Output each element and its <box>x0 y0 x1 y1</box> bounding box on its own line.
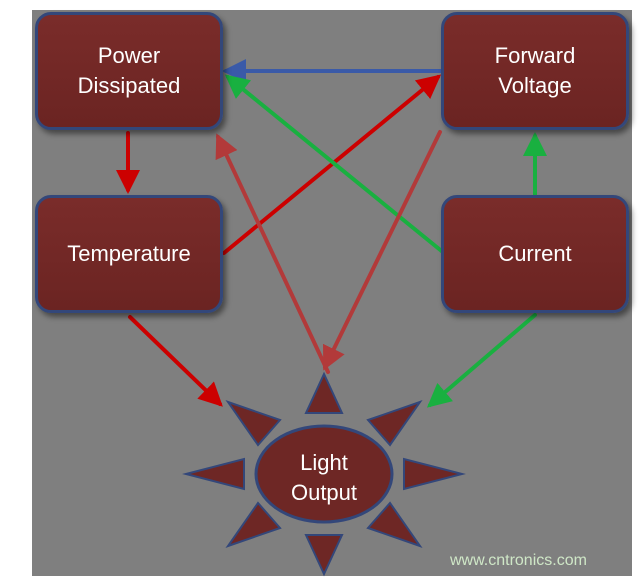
arrow-current-to-light <box>426 313 537 408</box>
sun-ray-right <box>403 457 466 491</box>
sun-ray-left <box>182 457 245 491</box>
sun-ray-bottom-left <box>225 501 282 548</box>
node-forward-voltage: Forward Voltage <box>441 12 629 130</box>
sun-ray-bottom <box>304 534 344 577</box>
watermark: www.cntronics.com <box>450 552 587 569</box>
node-power-dissipated: Power Dissipated <box>35 12 223 130</box>
node-light-output-label: Light Output <box>290 450 358 505</box>
node-power-dissipated-label: Power Dissipated <box>77 43 181 98</box>
sun-ray-bottom-right <box>366 501 423 548</box>
node-current: Current <box>441 195 629 313</box>
sun-rays <box>182 371 466 577</box>
arrow-temperature-to-light <box>128 315 223 407</box>
arrow-light-to-power <box>215 133 330 374</box>
node-temperature-label: Temperature <box>67 241 191 266</box>
arrow-current-to-power <box>224 74 446 255</box>
sun-center <box>254 424 394 524</box>
sun-ray-top-left <box>225 400 282 447</box>
node-temperature: Temperature <box>35 195 223 313</box>
arrow-temperature-to-forward <box>222 74 442 255</box>
sun-ray-top-right <box>366 400 423 447</box>
node-current-label: Current <box>498 241 572 266</box>
node-forward-voltage-label: Forward Voltage <box>494 43 576 98</box>
sun-ray-top <box>304 371 344 414</box>
arrow-forward-to-light <box>323 130 442 371</box>
